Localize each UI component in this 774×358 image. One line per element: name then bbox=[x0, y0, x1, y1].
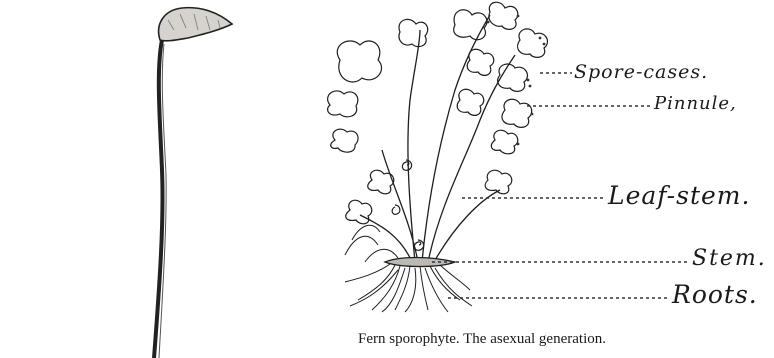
moss-sporophyte bbox=[154, 8, 232, 358]
label-roots: Roots. bbox=[672, 282, 758, 307]
fern-roots bbox=[345, 264, 472, 312]
label-spore-cases: Spore-cases. bbox=[574, 63, 708, 82]
moss-capsule bbox=[159, 8, 232, 41]
fern-pinnules bbox=[328, 2, 548, 224]
fern-plant bbox=[328, 2, 548, 312]
label-stem: Stem. bbox=[692, 248, 767, 270]
label-leaf-stem: Leaf-stem. bbox=[608, 183, 750, 208]
label-pinnule: Pinnule, bbox=[654, 95, 737, 113]
fern-stipes bbox=[360, 15, 515, 262]
figure-caption: Fern sporophyte. The asexual generation. bbox=[358, 331, 606, 348]
